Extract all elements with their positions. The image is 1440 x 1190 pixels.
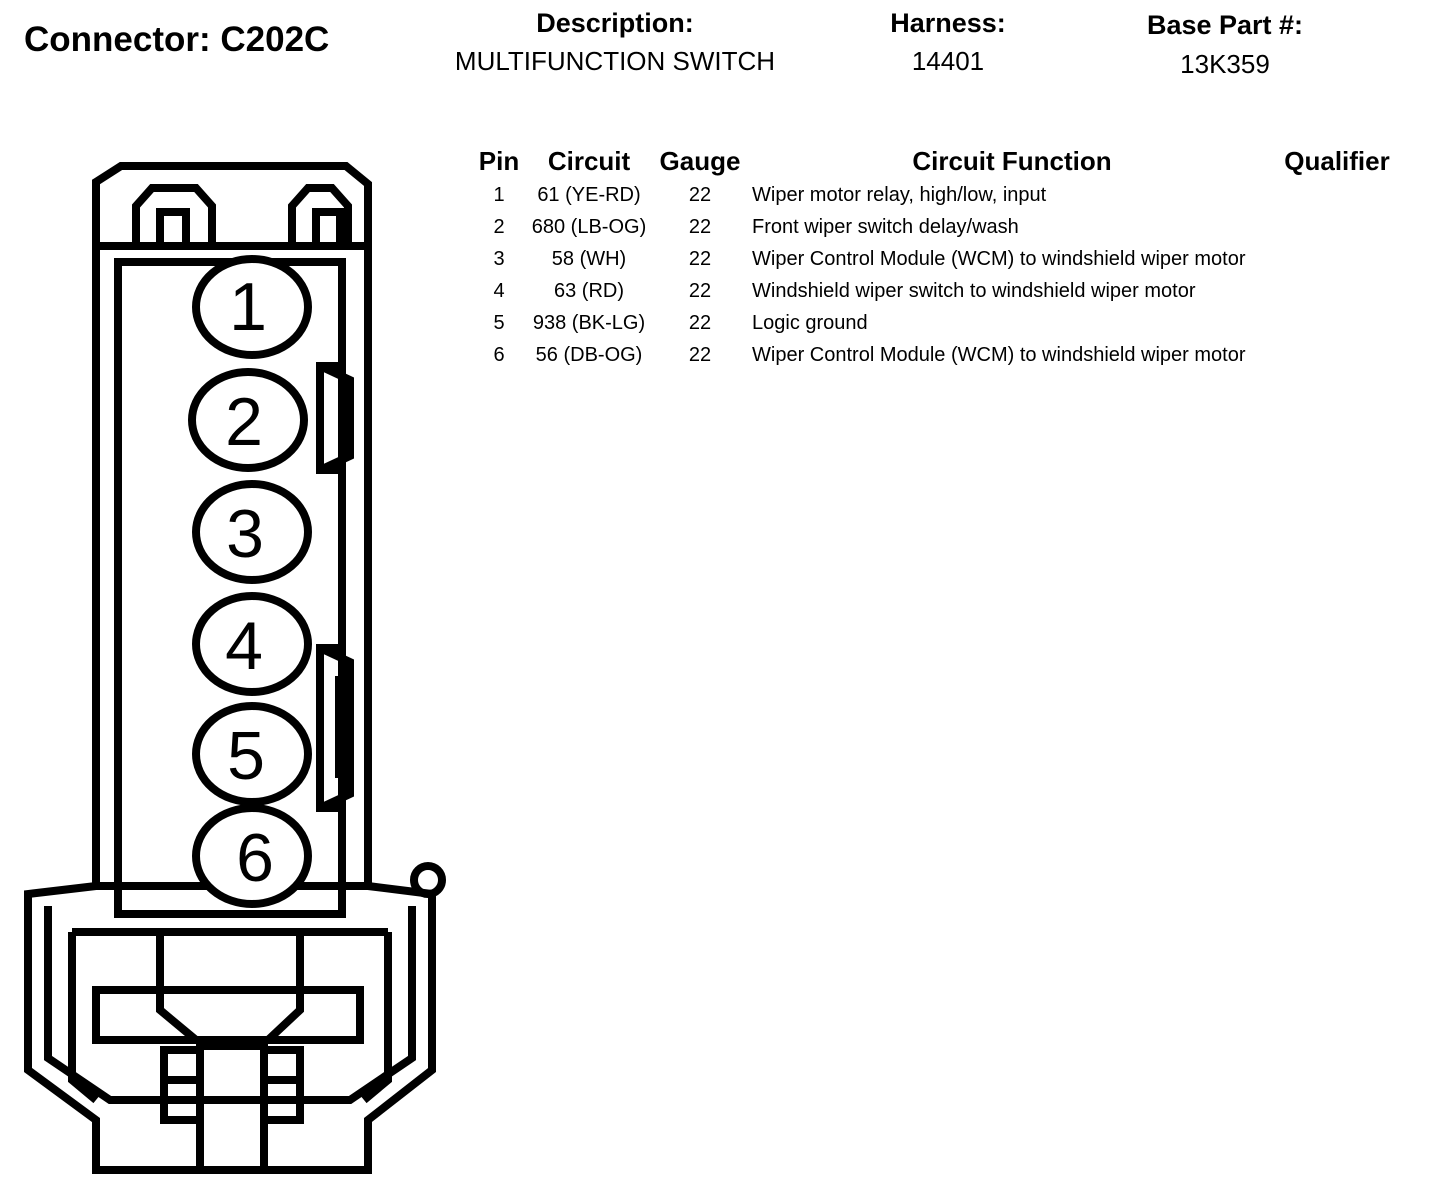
cell-circuit: 938 (BK-LG) bbox=[532, 311, 646, 334]
cell-gauge: 22 bbox=[688, 311, 712, 334]
side-lock-upper bbox=[316, 362, 342, 474]
bottom-plate bbox=[196, 1042, 268, 1174]
column-header-circuit-function: Circuit Function bbox=[912, 145, 1112, 176]
cell-circuit: 680 (LB-OG) bbox=[531, 215, 647, 238]
bottom-stem bbox=[156, 932, 304, 1044]
pin-circles: 1 2 3 4 5 6 bbox=[188, 255, 312, 908]
base-part-block: Base Part #: 13K359 bbox=[1120, 10, 1330, 79]
cell-pin: 6 bbox=[493, 343, 505, 366]
table-row: 3 58 (WH) 22 Wiper Control Module (WCM) … bbox=[470, 243, 1402, 275]
cell-qualifier bbox=[1272, 179, 1402, 211]
description-block: Description: MULTIFUNCTION SWITCH bbox=[430, 8, 800, 76]
cell-gauge: 22 bbox=[688, 215, 712, 238]
cell-gauge: 22 bbox=[688, 247, 712, 270]
top-latch-left bbox=[132, 184, 216, 246]
cell-gauge: 22 bbox=[688, 343, 712, 366]
cell-function: Wiper motor relay, high/low, input bbox=[752, 183, 1047, 206]
table-row: 2 680 (LB-OG) 22 Front wiper switch dela… bbox=[470, 211, 1402, 243]
cell-qualifier bbox=[1272, 243, 1402, 275]
harness-block: Harness: 14401 bbox=[868, 8, 1028, 76]
column-header-circuit: Circuit bbox=[547, 145, 631, 176]
top-latch-left-slot bbox=[156, 208, 190, 246]
pin-1: 1 bbox=[192, 255, 312, 359]
cell-qualifier bbox=[1272, 211, 1402, 243]
connector-title: Connector: C202C bbox=[24, 20, 330, 59]
side-lock-lower-tab bbox=[318, 644, 354, 812]
cell-circuit: 58 (WH) bbox=[551, 247, 627, 270]
cell-circuit: 63 (RD) bbox=[553, 279, 624, 302]
description-label: Description: bbox=[536, 8, 694, 38]
cell-function: Windshield wiper switch to windshield wi… bbox=[752, 279, 1196, 302]
pin-6: 6 bbox=[192, 804, 312, 908]
cell-function: Wiper Control Module (WCM) to windshield… bbox=[752, 343, 1246, 366]
pin-label: 4 bbox=[225, 608, 263, 684]
base-part-value: 13K359 bbox=[1180, 49, 1270, 79]
pin-4: 4 bbox=[192, 592, 312, 696]
table-header-row: Pin Circuit Gauge Circuit Function Quali… bbox=[470, 143, 1402, 179]
description-value: MULTIFUNCTION SWITCH bbox=[454, 46, 776, 76]
cell-gauge: 22 bbox=[688, 279, 712, 302]
pin-label: 5 bbox=[227, 718, 265, 794]
pin-3: 3 bbox=[192, 480, 312, 584]
harness-label: Harness: bbox=[890, 8, 1006, 38]
harness-value: 14401 bbox=[911, 46, 985, 76]
base-part-label: Base Part #: bbox=[1146, 10, 1304, 40]
cell-function: Front wiper switch delay/wash bbox=[752, 215, 1019, 238]
cell-function: Logic ground bbox=[752, 311, 868, 334]
cell-gauge: 22 bbox=[688, 183, 712, 206]
column-header-qualifier: Qualifier bbox=[1284, 145, 1390, 176]
connector-drawing: 1 2 3 4 5 6 bbox=[24, 162, 446, 1174]
top-latch-right bbox=[288, 184, 352, 246]
bottom-foot-right bbox=[260, 1046, 304, 1124]
pin-label: 1 bbox=[229, 269, 267, 345]
bottom-body bbox=[68, 928, 392, 1104]
pin-5: 5 bbox=[192, 702, 312, 806]
cell-pin: 5 bbox=[493, 311, 505, 334]
table-row: 6 56 (DB-OG) 22 Wiper Control Module (WC… bbox=[470, 339, 1402, 371]
column-header-gauge: Gauge bbox=[659, 145, 741, 176]
cell-pin: 3 bbox=[493, 247, 505, 270]
cell-function: Wiper Control Module (WCM) to windshield… bbox=[752, 247, 1246, 270]
cell-qualifier bbox=[1272, 307, 1402, 339]
pin-label: 3 bbox=[226, 496, 264, 572]
cell-pin: 2 bbox=[493, 215, 505, 238]
retainer-ring bbox=[410, 862, 446, 898]
table-row: 5 938 (BK-LG) 22 Logic ground bbox=[470, 307, 1402, 339]
cell-qualifier bbox=[1272, 275, 1402, 307]
column-header-pin: Pin bbox=[478, 145, 520, 176]
cell-circuit: 56 (DB-OG) bbox=[535, 343, 643, 366]
pin-label: 2 bbox=[225, 384, 263, 460]
table-row: 1 61 (YE-RD) 22 Wiper motor relay, high/… bbox=[470, 179, 1402, 211]
bottom-wrap-inner bbox=[44, 906, 416, 1104]
pin-table: Pin Circuit Gauge Circuit Function Quali… bbox=[470, 143, 1402, 371]
side-lock-upper-tab bbox=[318, 362, 354, 474]
bottom-clip bbox=[92, 986, 364, 1044]
pin-2: 2 bbox=[188, 368, 308, 472]
cell-pin: 4 bbox=[493, 279, 505, 302]
cell-circuit: 61 (YE-RD) bbox=[537, 183, 641, 206]
pin-label: 6 bbox=[236, 820, 274, 896]
top-latch-right-slot bbox=[312, 208, 344, 246]
cell-qualifier bbox=[1272, 339, 1402, 371]
cell-pin: 1 bbox=[493, 183, 505, 206]
table-row: 4 63 (RD) 22 Windshield wiper switch to … bbox=[470, 275, 1402, 307]
bottom-foot-left bbox=[160, 1046, 204, 1124]
side-lock-lower bbox=[316, 644, 342, 812]
